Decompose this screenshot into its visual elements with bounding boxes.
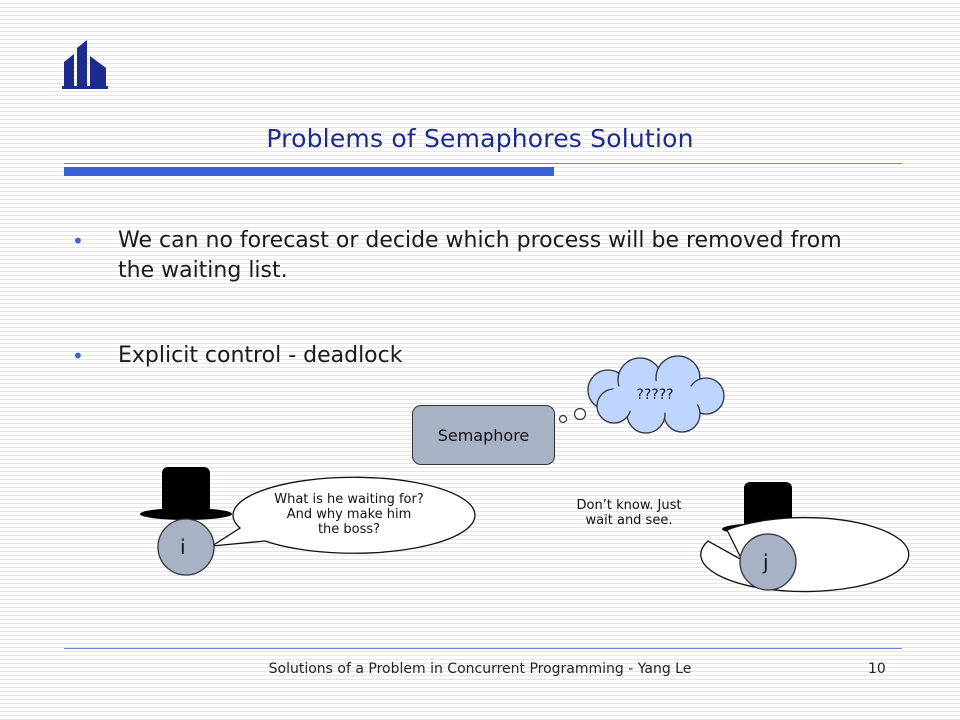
bullet-text: We can no forecast or decide which proce… bbox=[118, 228, 842, 283]
thought-bubble bbox=[558, 414, 568, 424]
bullet-dot: • bbox=[72, 229, 84, 253]
page-number: 10 bbox=[868, 661, 886, 677]
slide-title: Problems of Semaphores Solution bbox=[266, 124, 694, 153]
speech-bubble-j bbox=[700, 516, 910, 593]
top-hat-i bbox=[140, 467, 232, 520]
speech-text-i: What is he waiting for? And why make him… bbox=[274, 492, 424, 537]
footer-text: Solutions of a Problem in Concurrent Pro… bbox=[268, 661, 692, 677]
semaphore-label: Semaphore bbox=[437, 425, 530, 445]
university-logo bbox=[62, 40, 108, 89]
title-accent-bar bbox=[64, 167, 554, 176]
process-i-circle bbox=[157, 518, 215, 576]
title-rule bbox=[64, 163, 902, 164]
bullet-dot: • bbox=[72, 344, 84, 368]
process-j-label: j bbox=[763, 550, 769, 574]
process-j-circle bbox=[739, 533, 797, 591]
bullet-text: Explicit control - deadlock bbox=[118, 343, 403, 368]
speech-bubble-i bbox=[211, 476, 476, 554]
thought-text: ????? bbox=[636, 387, 674, 403]
semaphore-node: Semaphore bbox=[412, 405, 555, 465]
thought-bubble bbox=[573, 407, 587, 421]
speech-text-j: Don’t know. Just wait and see. bbox=[576, 498, 682, 528]
footer-rule bbox=[64, 648, 902, 649]
process-i-label: i bbox=[180, 535, 186, 559]
